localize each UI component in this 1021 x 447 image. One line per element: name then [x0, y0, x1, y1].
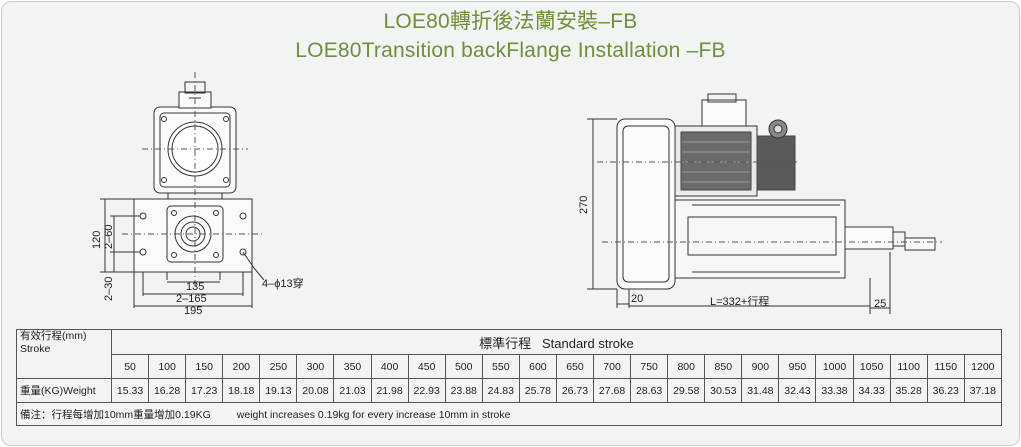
stroke-cell: 50 [110, 354, 150, 379]
weight-cell: 35.28 [889, 378, 928, 403]
stroke-cell: 150 [185, 354, 224, 379]
stroke-cell: 450 [407, 354, 446, 379]
stroke-cell: 750 [630, 354, 669, 379]
stroke-cell: 650 [555, 354, 595, 379]
weight-cell: 18.18 [222, 378, 261, 403]
weight-cell: 21.03 [333, 378, 372, 403]
right-view-dimensions [587, 118, 891, 314]
stroke-cell: 200 [222, 354, 261, 379]
dim-20-label: 20 [631, 293, 644, 305]
weight-cell: 20.08 [296, 378, 335, 403]
dim-length-label: L=332+行程 [710, 296, 770, 308]
stroke-cell: 1000 [815, 354, 854, 379]
title-chinese: LOE80轉折後法蘭安裝–FB [383, 10, 638, 33]
left-view-dimensions [100, 198, 265, 308]
side-view [616, 93, 936, 290]
dim-135-label: 135 [186, 281, 205, 293]
note-cn: 備注：行程每增加10mm重量增加0.19KG [20, 408, 211, 421]
stroke-cell: 550 [481, 354, 520, 379]
dim-270-label: 270 [578, 195, 590, 214]
stroke-cell: 1150 [926, 354, 965, 379]
dim-2-60-label: 2–60 [103, 224, 115, 249]
weight-cell: 28.63 [630, 378, 669, 403]
stroke-cell: 1200 [963, 354, 1002, 379]
weight-cell: 25.78 [518, 378, 557, 403]
stroke-cell: 400 [370, 354, 409, 379]
stroke-label-cell: 有效行程(mm) Stroke [16, 329, 112, 379]
stroke-cell: 500 [444, 354, 483, 379]
stroke-cell: 850 [704, 354, 743, 379]
weight-cell: 22.93 [407, 378, 446, 403]
stroke-cell: 350 [333, 354, 372, 379]
hole-note-label: 4–ϕ13穿 [262, 278, 304, 290]
stroke-cell: 300 [296, 354, 335, 379]
technical-drawing [100, 72, 942, 314]
stroke-cell: 800 [667, 354, 706, 379]
note-en: weight increases 0.19kg for every increa… [236, 408, 511, 421]
weight-cell: 15.33 [110, 378, 150, 403]
weight-cell: 27.68 [593, 378, 632, 403]
note-cell: 備注：行程每增加10mm重量增加0.19KG weight increases 0… [16, 402, 1002, 426]
stroke-cell: 1100 [889, 354, 928, 379]
stroke-label-en: Stroke [20, 343, 51, 355]
stroke-label-cn: 有效行程(mm) [20, 330, 87, 343]
title-english: LOE80Transition backFlange Installation … [295, 39, 726, 62]
stroke-cell: 250 [259, 354, 298, 379]
weight-cell: 34.33 [852, 378, 891, 403]
stroke-cell: 950 [778, 354, 817, 379]
stroke-cell: 700 [593, 354, 632, 379]
weight-label: 重量(KG)Weight [16, 378, 112, 403]
dim-2-30-label: 2–30 [103, 276, 115, 301]
weight-cell: 36.23 [926, 378, 965, 403]
stroke-cell: 900 [741, 354, 780, 379]
stroke-cell: 1050 [852, 354, 891, 379]
header-row: 有效行程(mm) Stroke 標準行程 Standard stroke [16, 329, 1002, 379]
standard-stroke-header: 標準行程 Standard stroke [111, 329, 1002, 355]
stroke-cell: 600 [518, 354, 557, 379]
dim-195-label: 195 [184, 305, 203, 317]
weight-cell: 30.53 [704, 378, 743, 403]
weight-cell: 31.48 [741, 378, 780, 403]
weight-cell: 29.58 [667, 378, 706, 403]
standard-stroke-en: Standard stroke [541, 335, 634, 351]
weight-cell: 24.83 [481, 378, 520, 403]
weight-cell: 16.28 [148, 378, 187, 403]
weight-cell: 23.88 [444, 378, 483, 403]
weight-cell: 32.43 [778, 378, 817, 403]
standard-stroke-cn: 標準行程 [479, 335, 532, 351]
stroke-cell: 100 [148, 354, 187, 379]
weight-cell: 26.73 [555, 378, 595, 403]
weight-cell: 19.13 [259, 378, 298, 403]
dim-120-label: 120 [91, 230, 103, 249]
dim-2-165-label: 2–165 [176, 293, 207, 305]
motor-end-view [153, 81, 237, 200]
dim-25-label: 25 [874, 298, 887, 310]
weight-cell: 33.38 [815, 378, 854, 403]
note-row: 備注：行程每增加10mm重量增加0.19KG weight increases 0… [16, 402, 1002, 426]
flange-view [133, 198, 253, 280]
weight-cell: 37.18 [963, 378, 1002, 403]
weight-cell: 21.98 [370, 378, 409, 403]
weight-cell: 17.23 [185, 378, 224, 403]
